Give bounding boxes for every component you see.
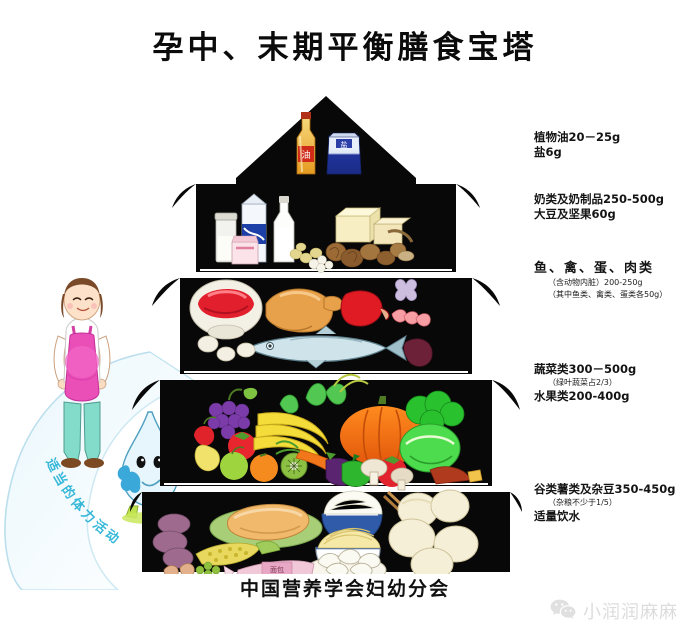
label-dairy-and-soy: 奶类及奶制品250-500g 大豆及坚果60g (534, 192, 664, 221)
tier-meat-fish-egg-contents (189, 279, 433, 369)
label-meat-note1: （含动物内脏）200-250g (548, 278, 643, 287)
label-veg-line2: 水果类200-400g (534, 388, 630, 403)
label-oil-line2: 盐6g (534, 144, 562, 159)
food-pagoda: 油 盐 (130, 92, 522, 574)
label-veg-note1: （绿叶蔬菜占2/3） (548, 377, 617, 387)
svg-text:盐: 盐 (341, 140, 348, 149)
label-meat-line1: 鱼、禽、蛋、肉类 (534, 261, 655, 276)
label-dairy-line2: 大豆及坚果60g (534, 206, 616, 221)
label-meat-fish-egg: 鱼、禽、蛋、肉类 （含动物内脏）200-250g （其中鱼类、禽类、蛋类各50g… (534, 260, 667, 301)
tier-oils-and-salt-contents: 油 盐 (296, 112, 362, 175)
label-veg-line1: 蔬菜类300－500g (534, 362, 637, 376)
watermark-name: 小润润麻麻 (583, 602, 678, 623)
pagoda-shelf-lines (164, 269, 488, 485)
label-meat-note2: （其中鱼类、禽类、蛋类各50g） (548, 290, 668, 299)
svg-text:面包: 面包 (270, 565, 284, 574)
wechat-watermark: 小润润麻麻 (550, 596, 678, 626)
label-oils-and-salt: 植物油20－25g 盐6g (534, 130, 620, 159)
label-vegetables-fruits: 蔬菜类300－500g （绿叶蔬菜占2/3） 水果类200-400g (534, 362, 636, 403)
label-grain-line1: 谷类薯类及杂豆350-450g (534, 482, 676, 496)
page-title: 孕中、末期平衡膳食宝塔 (152, 30, 538, 66)
tier-grains-contents: 面包 (152, 489, 479, 574)
pregnant-woman-illustration (53, 278, 111, 468)
svg-text:油: 油 (301, 149, 310, 161)
wechat-icon (550, 598, 576, 624)
label-grain-note1: （杂粮不少于1/5） (548, 497, 617, 507)
label-dairy-line1: 奶类及奶制品250-500g (534, 192, 665, 206)
organization-caption: 中国营养学会妇幼分会 (239, 578, 450, 600)
label-grains-and-water: 谷类薯类及杂豆350-450g （杂粮不少于1/5） 适量饮水 (534, 482, 676, 523)
tier-dairy-and-soy-contents (214, 193, 415, 273)
tier-vegetables-fruits-contents (194, 373, 483, 491)
label-oil-line1: 植物油20－25g (534, 130, 621, 144)
nutrition-label-column: 植物油20－25g 盐6g 奶类及奶制品250-500g 大豆及坚果60g 鱼、… (534, 100, 690, 560)
label-grain-line2: 适量饮水 (534, 508, 580, 523)
